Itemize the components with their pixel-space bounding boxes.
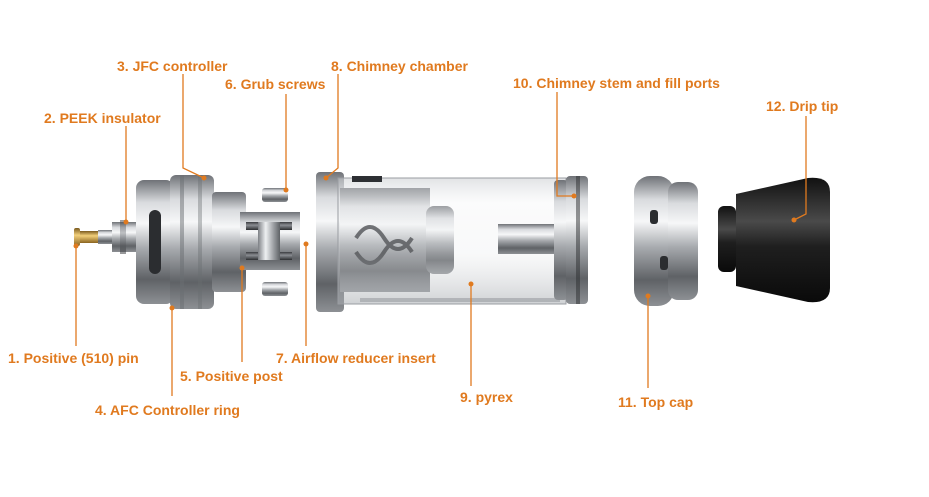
label-pyrex: 9. pyrex	[460, 389, 513, 405]
label-top-cap: 11. Top cap	[618, 394, 694, 410]
label-positive-post: 5. Positive post	[180, 368, 283, 384]
drip-tip-part	[718, 177, 830, 303]
top-cap-part	[634, 176, 698, 306]
label-afc-controller-ring: 4. AFC Controller ring	[95, 402, 240, 418]
peek-insulator-part	[112, 220, 136, 254]
label-grub-screws: 6. Grub screws	[225, 76, 326, 92]
label-chimney-chamber: 8. Chimney chamber	[331, 58, 468, 74]
deck-base-part	[212, 192, 300, 292]
label-peek-insulator: 2. PEEK insulator	[44, 110, 161, 126]
label-airflow-reducer-insert: 7. Airflow reducer insert	[276, 350, 436, 366]
leader-lines	[75, 74, 807, 396]
label-jfc-controller: 3. JFC controller	[117, 58, 228, 74]
label-chimney-stem-fill-ports: 10. Chimney stem and fill ports	[513, 75, 720, 91]
label-positive-pin: 1. Positive (510) pin	[8, 350, 139, 366]
label-drip-tip: 12. Drip tip	[766, 98, 839, 114]
chimney-stem-part	[498, 176, 588, 304]
grub-screws-part	[262, 188, 288, 296]
leader-dots	[73, 175, 797, 311]
positive-pin-part	[74, 228, 112, 246]
afc-ring-part	[136, 175, 214, 309]
